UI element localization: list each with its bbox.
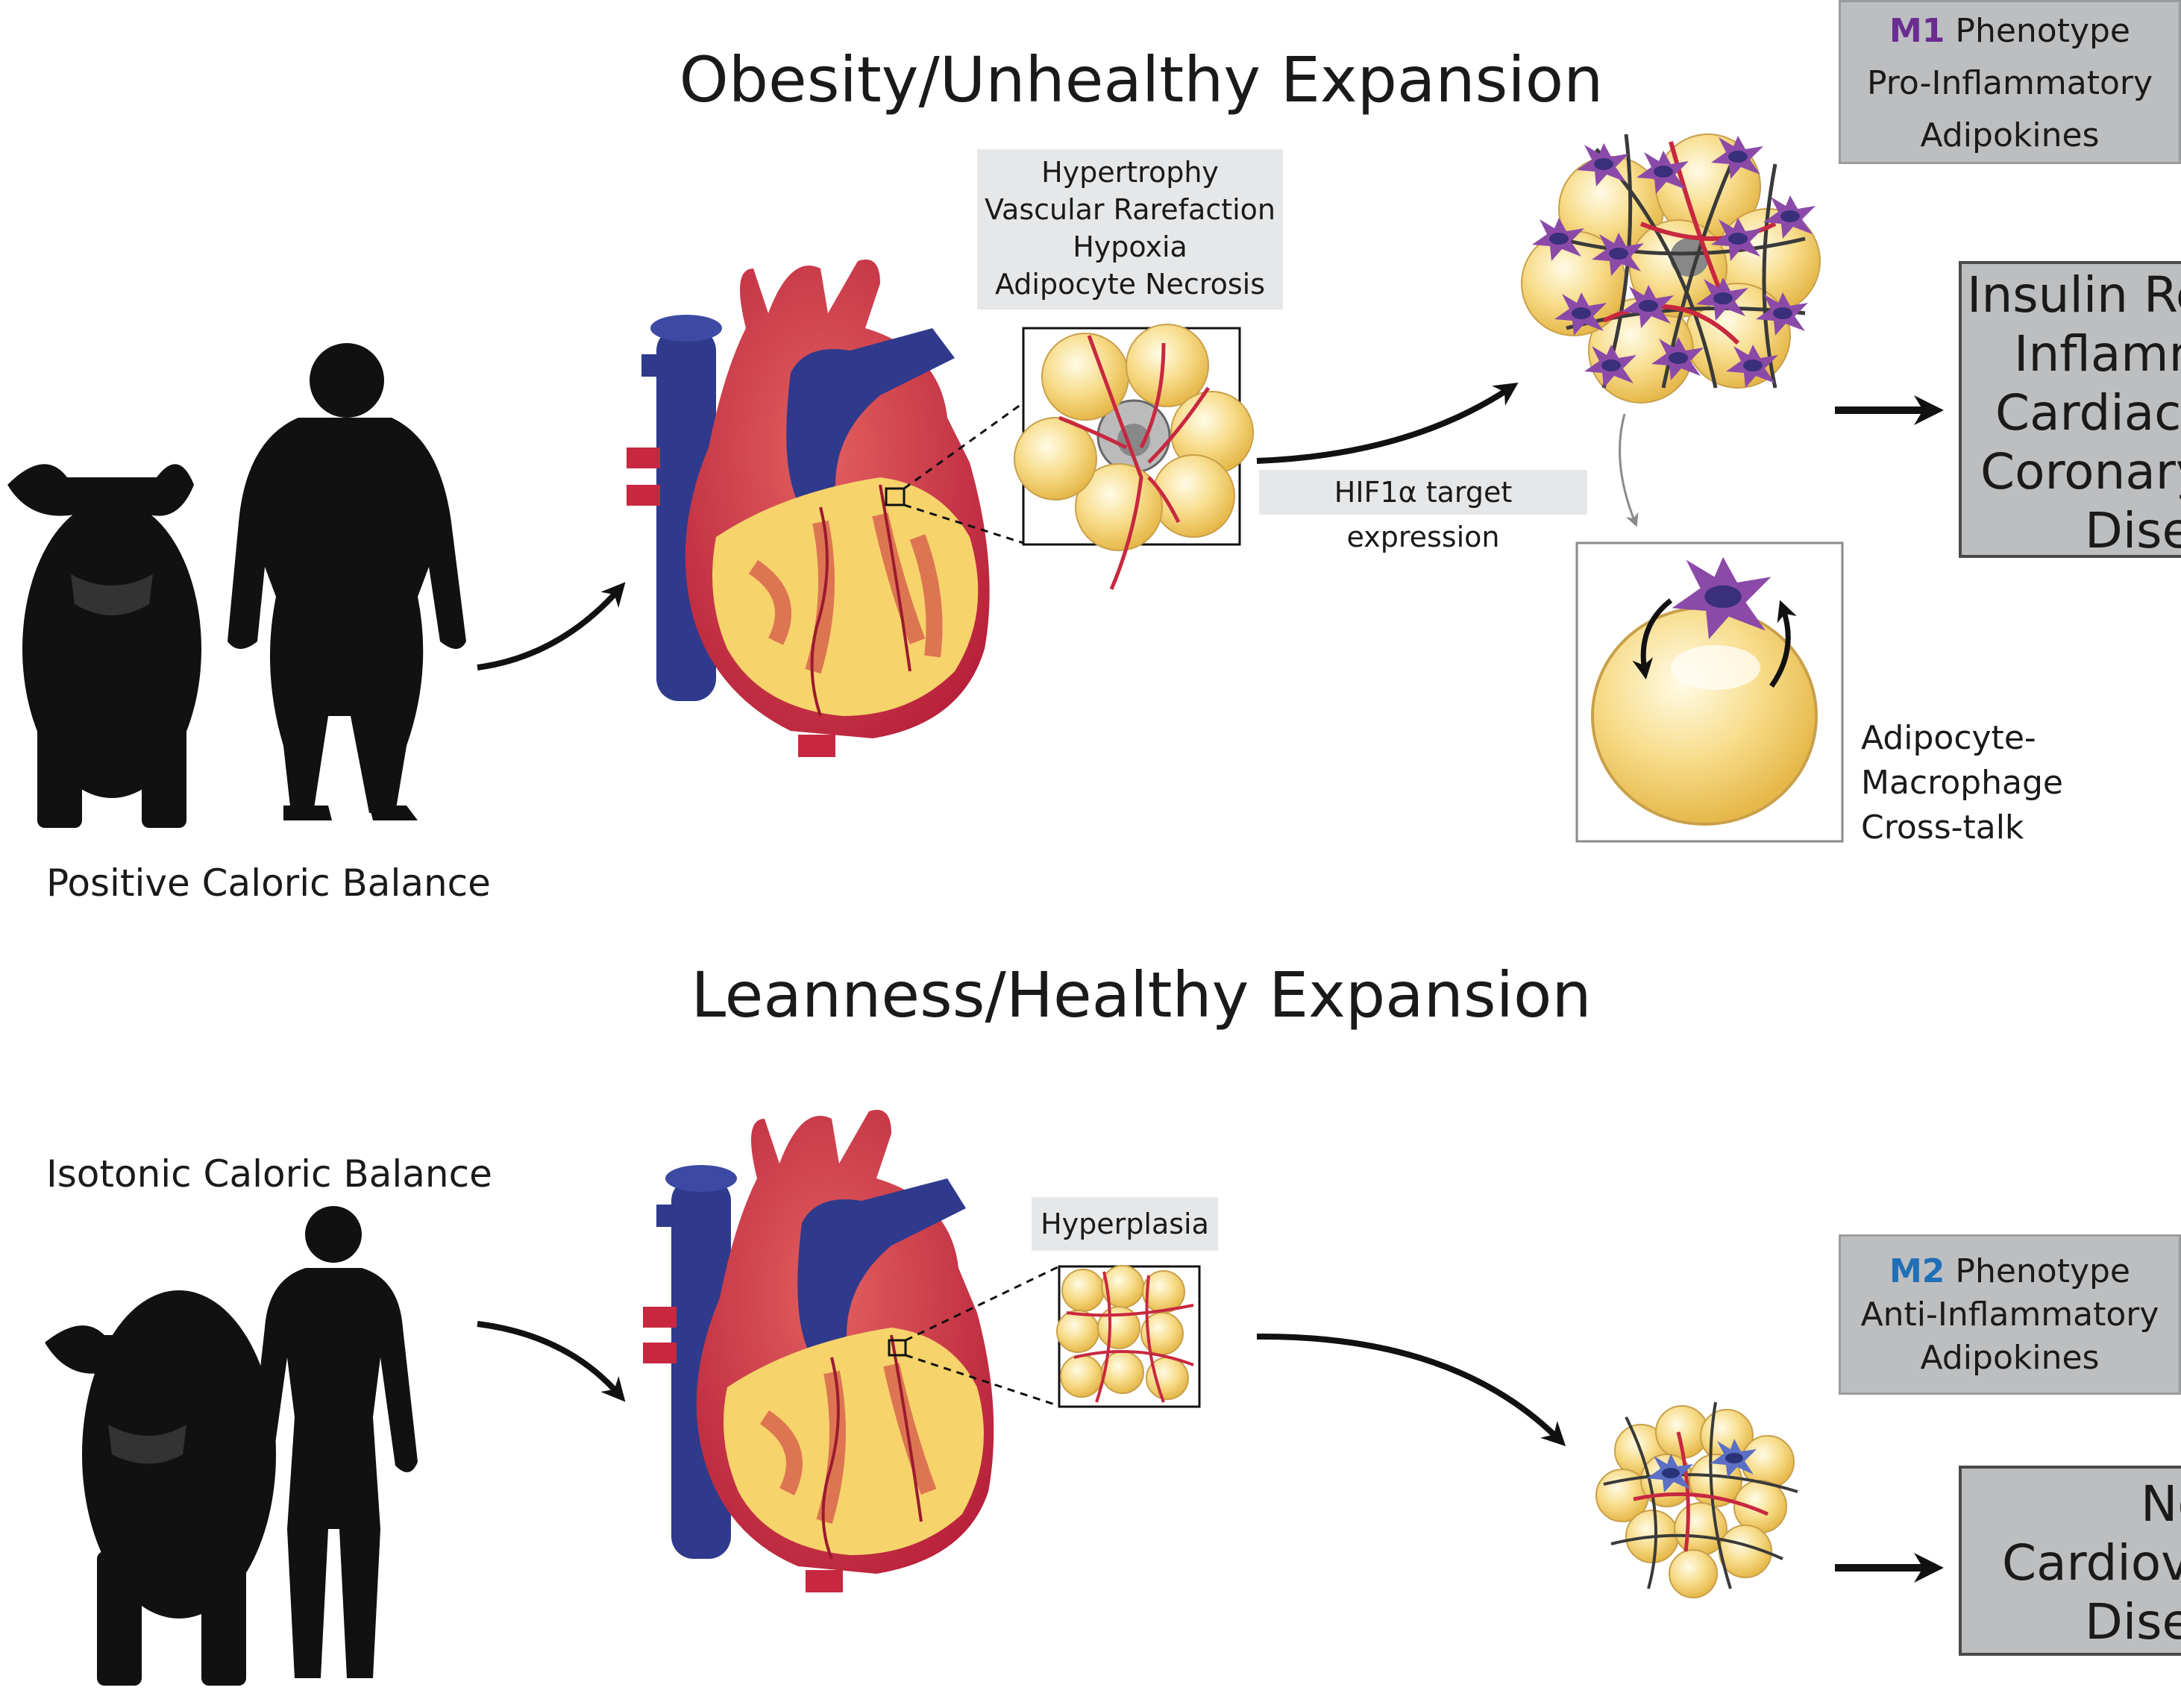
hif-label-box: HIF1α target expression: [1259, 470, 1587, 553]
arrow-to-heart-bottom: [477, 1321, 626, 1402]
top-features-box: Hypertrophy Vascular Rarefaction Hypoxia…: [977, 149, 1283, 310]
hyperplastic-adipocyte-inset: [1056, 1265, 1201, 1408]
crosstalk-inset: [1575, 541, 1844, 843]
arrow-to-heart-top: [477, 582, 626, 671]
hif-label: HIF1α target expression: [1334, 476, 1513, 553]
m1-line-2: Pro-Inflammatory: [1866, 64, 2153, 102]
feature-hyperplasia: Hyperplasia: [1041, 1208, 1209, 1240]
feature-adipocyte-necrosis: Adipocyte Necrosis: [994, 268, 1265, 301]
crosstalk-label: Adipocyte- Macrophage Cross-talk: [1861, 716, 2063, 850]
m1-line-3: Adipokines: [1920, 116, 2100, 154]
lean-person-silhouette: [250, 1206, 418, 1678]
hypertrophic-adipocyte-inset: [1014, 324, 1254, 590]
top-section-title: Obesity/Unhealthy Expansion: [679, 43, 1604, 116]
m2-phenotype-box: M2 Phenotype Anti-Inflammatory Adipokine…: [1839, 1234, 2181, 1395]
crosstalk-line-1: Adipocyte-: [1861, 719, 2036, 757]
top-outcome-box: Insulin Re Inflamm Cardiac I Coronary Di…: [1959, 261, 2181, 558]
top-outcome-line-5: Dise: [2085, 502, 2181, 558]
cow-silhouette-top: [7, 464, 201, 828]
m1-key: M1: [1889, 12, 1945, 50]
inflamed-adipose-cluster: [1521, 134, 1821, 404]
top-outcome-line-4: Coronary: [1980, 443, 2181, 500]
arrow-hif: [1256, 382, 1519, 464]
arrow-to-healthy-cluster: [1256, 1333, 1566, 1447]
m2-line-3: Adipokines: [1920, 1339, 2100, 1377]
bottom-outcome-line-1: No: [2141, 1475, 2181, 1533]
bottom-feature-box: Hyperplasia: [1032, 1197, 1218, 1251]
top-outcome-line-3: Cardiac I: [1995, 384, 2181, 442]
bottom-section-title: Leanness/Healthy Expansion: [691, 958, 1592, 1032]
heart-top: [627, 260, 990, 757]
crosstalk-line-3: Cross-talk: [1861, 809, 2024, 847]
heart-bottom: [643, 1110, 994, 1592]
top-outcome-line-2: Inflamm: [2014, 325, 2181, 383]
m2-key: M2: [1889, 1252, 1945, 1290]
bottom-outcome-line-2: Cardiova: [2002, 1534, 2181, 1592]
m1-phenotype-box: M1 Phenotype Pro-Inflammatory Adipokines: [1839, 0, 2181, 164]
bottom-outcome-line-3: Dise: [2085, 1593, 2181, 1651]
cow-silhouette-bottom: [45, 1290, 276, 1686]
top-caption: Positive Caloric Balance: [46, 861, 491, 905]
feature-hypertrophy: Hypertrophy: [1041, 156, 1219, 189]
crosstalk-line-2: Macrophage: [1861, 764, 2063, 802]
m2-line-2: Anti-Inflammatory: [1860, 1296, 2159, 1334]
feature-vascular-rarefaction: Vascular Rarefaction: [984, 193, 1276, 226]
top-outcome-line-1: Insulin Re: [1967, 266, 2181, 324]
obese-person-silhouette: [227, 343, 466, 820]
m2-word: Phenotype: [1955, 1252, 2130, 1290]
bottom-outcome-box: No Cardiova Dise: [1959, 1466, 2181, 1656]
healthy-adipose-cluster: [1595, 1401, 1798, 1598]
m1-word: Phenotype: [1955, 12, 2130, 50]
bottom-caption: Isotonic Caloric Balance: [46, 1152, 492, 1196]
feature-hypoxia: Hypoxia: [1073, 230, 1187, 263]
